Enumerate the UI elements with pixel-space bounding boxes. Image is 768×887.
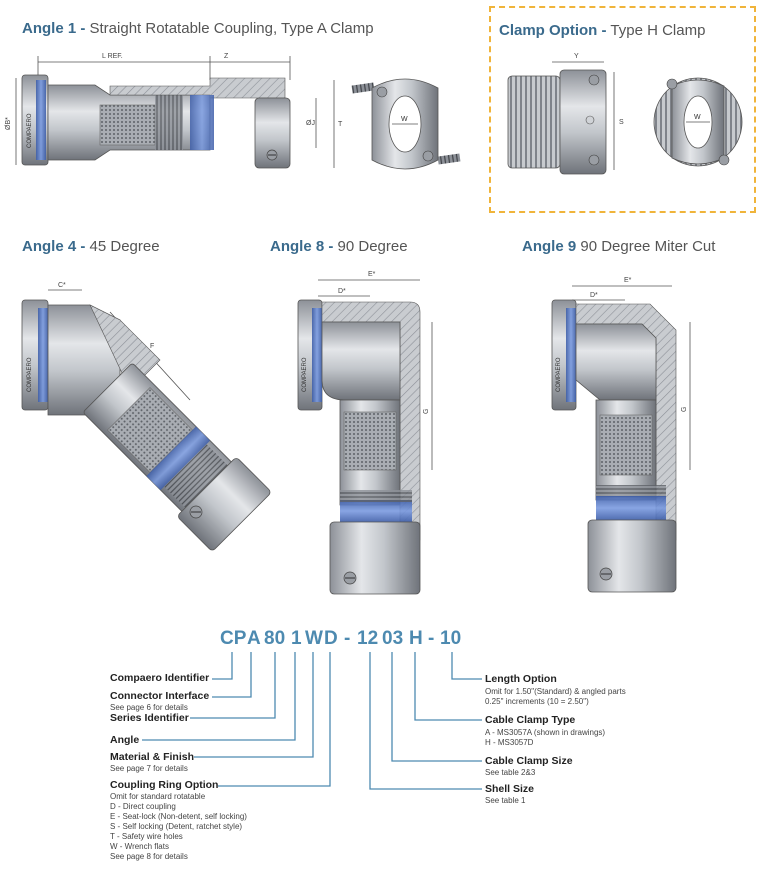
field-compaero-identifier: Compaero Identifier	[110, 672, 210, 684]
angle1-subtitle: Straight Rotatable Coupling, Type A Clam…	[85, 20, 374, 37]
pn-seg-dash2: -	[428, 628, 435, 649]
field-series-identifier: Series Identifier	[110, 712, 189, 724]
coupling-desc-6: See page 8 for details	[110, 852, 188, 861]
length-desc-1: 0.25" increments (10 = 2.50")	[485, 697, 589, 706]
dim-g-angle8: G	[423, 409, 430, 414]
field-shell-size: Shell Size	[485, 783, 535, 795]
angle1-drawing: L REF. Z ØB* T ØJ COMPAERO W	[5, 53, 461, 170]
length-desc-0: Omit for 1.50"(Standard) & angled parts	[485, 687, 626, 696]
brand-label-angle9: COMPAERO	[556, 357, 562, 392]
field-connector-interface-desc: See page 6 for details	[110, 703, 188, 712]
clamp-option-title: Clamp Option -	[499, 22, 607, 39]
coupling-desc-4: T - Safety wire holes	[110, 832, 183, 841]
field-angle: Angle	[110, 734, 140, 746]
angle1-header: Angle 1 - Straight Rotatable Coupling, T…	[22, 20, 374, 37]
clamp-type-desc-0: A - MS3057A (shown in drawings)	[485, 728, 606, 737]
dim-c: C*	[58, 282, 66, 289]
coupling-desc-5: W - Wrench flats	[110, 842, 169, 851]
angle9-header: Angle 9 90 Degree Miter Cut	[522, 238, 715, 255]
coupling-desc-0: Omit for standard rotatable	[110, 792, 206, 801]
angle4-drawing: C* F COMPAERO	[21, 282, 271, 551]
shell-size-desc-0: See table 1	[485, 796, 526, 805]
field-length-option: Length Option	[485, 673, 557, 685]
pn-seg-w: W	[305, 628, 323, 649]
dim-t: T	[338, 121, 343, 128]
dim-e-angle9: E*	[624, 277, 632, 284]
brand-label-angle4: COMPAERO	[27, 357, 33, 392]
dim-s: S	[619, 119, 624, 126]
angle8-drawing: E* D* G COMPAERO	[297, 271, 433, 595]
pn-seg-80: 80	[264, 628, 286, 649]
pn-seg-h: H	[409, 628, 423, 649]
field-cable-clamp-size: Cable Clamp Size	[485, 755, 573, 767]
coupling-desc-1: D - Direct coupling	[110, 802, 176, 811]
angle9-subtitle: 90 Degree Miter Cut	[576, 238, 716, 255]
angle4-subtitle: 45 Degree	[85, 238, 160, 255]
pn-seg-dash1: -	[344, 628, 351, 649]
clamp-option-subtitle: Type H Clamp	[606, 22, 706, 39]
dim-f: F	[150, 343, 154, 350]
pn-seg-1: 1	[291, 628, 302, 649]
clamp-option-box	[489, 6, 756, 213]
angle8-title: Angle 8 -	[270, 238, 334, 255]
drawings-canvas: L REF. Z ØB* T ØJ COMPAERO W	[5, 53, 743, 595]
angle4-header: Angle 4 - 45 Degree	[22, 238, 160, 255]
field-material-finish-desc: See page 7 for details	[110, 764, 188, 773]
pn-seg-cp: CP	[220, 628, 247, 649]
clamp-option-header: Clamp Option - Type H Clamp	[499, 22, 705, 39]
dim-ob: ØB*	[5, 117, 12, 130]
angle9-title: Angle 9	[522, 238, 577, 255]
angle1-end-view: W	[351, 78, 461, 170]
dim-z: Z	[224, 53, 229, 60]
pn-seg-10: 10	[440, 628, 462, 649]
dim-w-clamp: W	[694, 114, 701, 121]
dim-y: Y	[574, 53, 579, 60]
field-connector-interface: Connector Interface	[110, 690, 210, 702]
pn-seg-d: D	[324, 628, 338, 649]
pn-seg-12: 12	[357, 628, 379, 649]
dim-lref: L REF.	[102, 53, 123, 60]
brand-label-angle8: COMPAERO	[302, 357, 308, 392]
clamp-h-drawing: Y S W	[507, 53, 743, 175]
angle9-drawing: E* D* G COMPAERO	[551, 277, 691, 593]
field-cable-clamp-type: Cable Clamp Type	[485, 714, 576, 726]
dim-w-angle1: W	[401, 116, 408, 123]
dim-e-angle8: E*	[368, 271, 376, 278]
angle8-subtitle: 90 Degree	[333, 238, 408, 255]
field-coupling-ring-option: Coupling Ring Option	[110, 779, 219, 791]
brand-label-angle1: COMPAERO	[27, 113, 33, 148]
dim-oj: ØJ	[306, 120, 315, 127]
coupling-desc-2: E - Seat-lock (Non-detent, self locking)	[110, 812, 247, 821]
clamp-size-desc-0: See table 2&3	[485, 768, 536, 777]
field-material-finish: Material & Finish	[110, 751, 195, 763]
clamp-type-desc-1: H - MS3057D	[485, 738, 534, 747]
coupling-desc-3: S - Self locking (Detent, ratchet style)	[110, 822, 243, 831]
angle1-title: Angle 1 -	[22, 20, 86, 37]
dim-d-angle9: D*	[590, 292, 598, 299]
angle8-header: Angle 8 - 90 Degree	[270, 238, 408, 255]
angle4-title: Angle 4 -	[22, 238, 86, 255]
pn-seg-03: 03	[382, 628, 404, 649]
dim-d-angle8: D*	[338, 288, 346, 295]
pn-seg-a: A	[247, 628, 261, 649]
dim-g-angle9: G	[681, 407, 688, 412]
